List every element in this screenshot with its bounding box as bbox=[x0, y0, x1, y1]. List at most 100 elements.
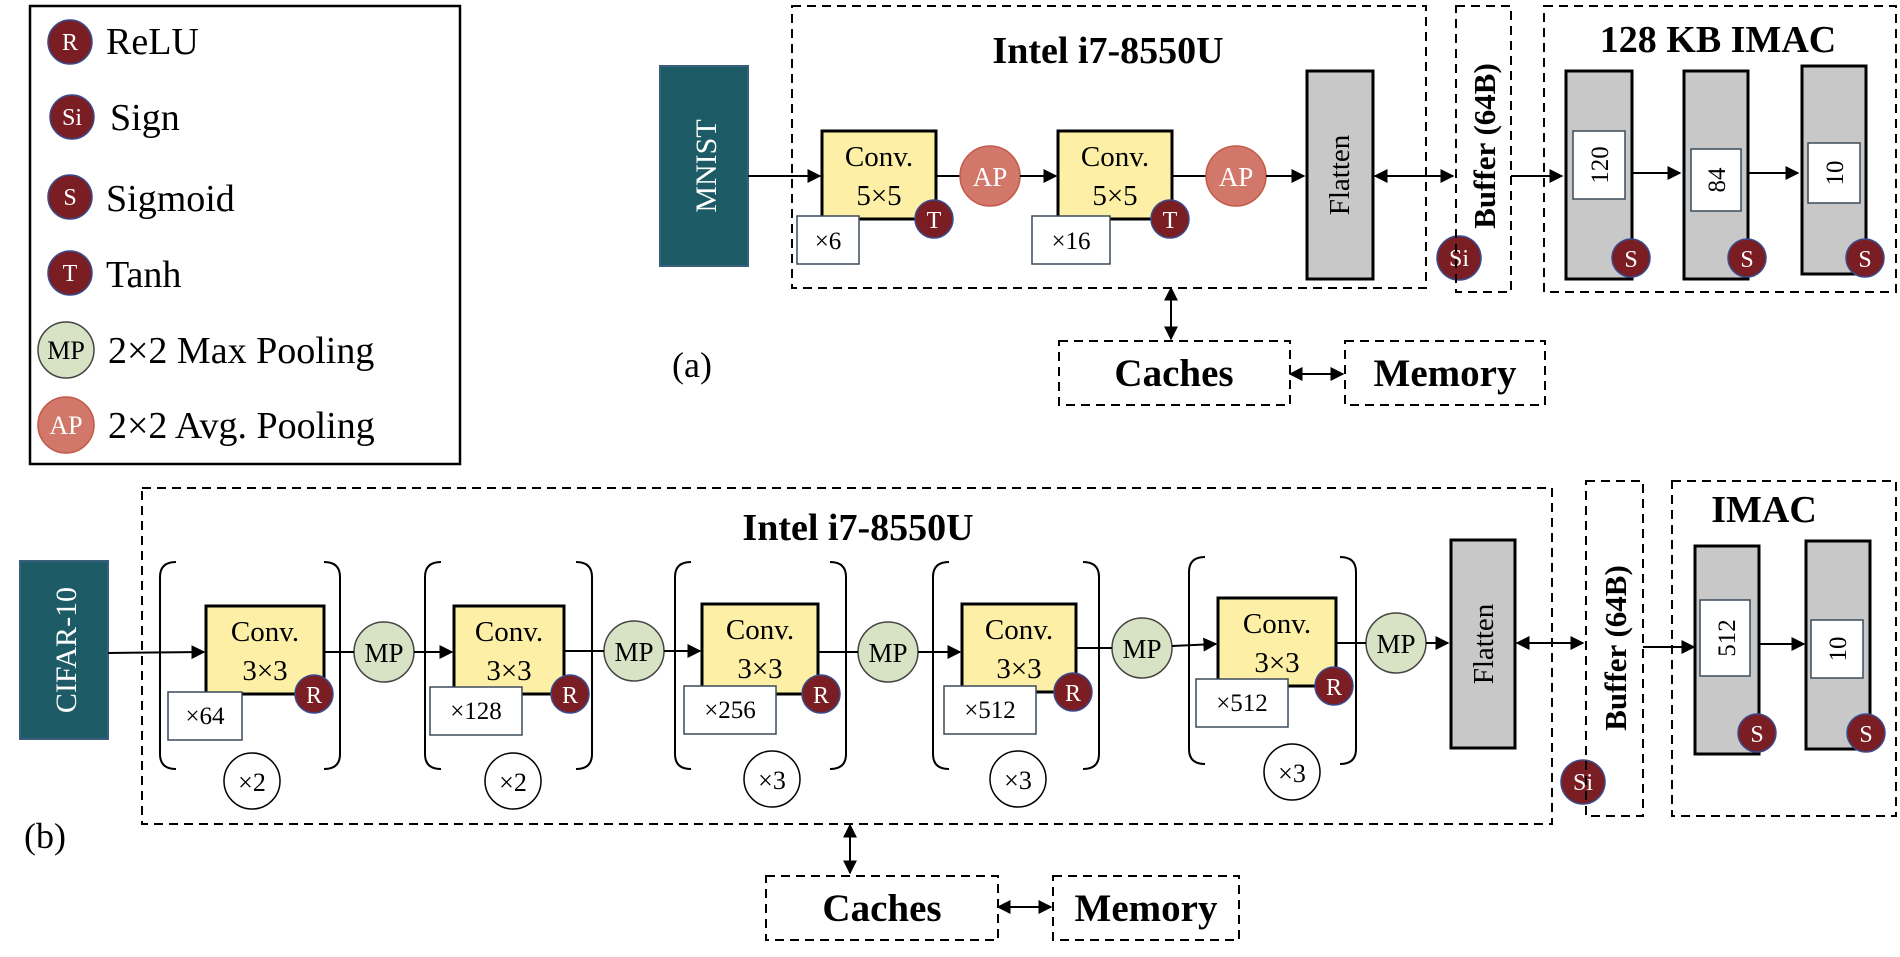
svg-text:S: S bbox=[63, 185, 76, 211]
tanh-badge bbox=[914, 199, 954, 239]
sigmoid-badge bbox=[1846, 713, 1886, 753]
svg-text:MP: MP bbox=[1376, 629, 1415, 659]
memory-b bbox=[1052, 875, 1240, 941]
svg-text:R: R bbox=[562, 683, 578, 709]
relu-badge bbox=[1314, 666, 1354, 706]
sigmoid-badge bbox=[1727, 238, 1767, 278]
svg-text:Conv.: Conv. bbox=[475, 616, 543, 648]
svg-text:Sign: Sign bbox=[110, 97, 180, 139]
svg-text:Si: Si bbox=[1573, 770, 1593, 796]
conv-block-b2 bbox=[452, 604, 566, 696]
svg-text:S: S bbox=[1740, 247, 1753, 273]
svg-text:Caches: Caches bbox=[1114, 352, 1233, 395]
svg-text:Conv.: Conv. bbox=[231, 616, 299, 648]
flatten-b bbox=[1449, 538, 1517, 750]
svg-text:×16: ×16 bbox=[1051, 228, 1090, 255]
cpu-box-a bbox=[791, 5, 1427, 289]
svg-text:R: R bbox=[306, 683, 322, 709]
svg-text:T: T bbox=[63, 261, 78, 287]
conv-block-b3 bbox=[700, 602, 820, 696]
tanh-badge bbox=[1150, 199, 1190, 239]
imac-title-b: IMAC bbox=[1711, 489, 1817, 531]
cpu-title-a: Intel i7-8550U bbox=[992, 30, 1223, 72]
svg-text:2×2 Avg. Pooling: 2×2 Avg. Pooling bbox=[108, 405, 375, 447]
svg-text:×512: ×512 bbox=[964, 697, 1016, 724]
svg-text:3×3: 3×3 bbox=[996, 653, 1041, 685]
legend-item-tanh: T Tanh bbox=[47, 250, 181, 296]
sigmoid-badge bbox=[1737, 713, 1777, 753]
relu-badge bbox=[294, 674, 334, 714]
panel-a: (a) MNIST Intel i7-8550U Conv. 5×5 ×6 T … bbox=[659, 5, 1897, 406]
svg-text:3×3: 3×3 bbox=[737, 653, 782, 685]
svg-text:120: 120 bbox=[1587, 146, 1614, 184]
sigmoid-badge bbox=[1845, 238, 1885, 278]
svg-text:Si: Si bbox=[62, 105, 82, 131]
svg-text:T: T bbox=[927, 208, 942, 234]
legend-item-sign: Si Sign bbox=[49, 94, 180, 140]
filter-count-a1 bbox=[796, 215, 860, 265]
svg-text:S: S bbox=[1858, 247, 1871, 273]
svg-text:Buffer (64B): Buffer (64B) bbox=[1598, 565, 1633, 731]
svg-text:10: 10 bbox=[1822, 161, 1849, 186]
svg-text:Conv.: Conv. bbox=[1243, 608, 1311, 640]
svg-text:×6: ×6 bbox=[815, 228, 842, 255]
svg-text:10: 10 bbox=[1825, 637, 1852, 662]
relu-badge bbox=[1053, 672, 1093, 712]
svg-text:84: 84 bbox=[1704, 167, 1731, 193]
memory-a bbox=[1344, 340, 1546, 406]
conv-group-b3: Conv. 3×3 ×256 R ×3 bbox=[674, 561, 847, 808]
svg-text:MP: MP bbox=[47, 336, 85, 365]
legend-item-max-pooling: MP 2×2 Max Pooling bbox=[37, 321, 374, 379]
svg-text:512: 512 bbox=[1714, 619, 1741, 657]
svg-text:Conv.: Conv. bbox=[726, 614, 794, 646]
svg-text:3×3: 3×3 bbox=[486, 655, 531, 687]
svg-text:Memory: Memory bbox=[1075, 887, 1218, 930]
legend-item-relu: R ReLU bbox=[47, 19, 199, 65]
relu-badge bbox=[550, 674, 590, 714]
dataset-cifar10 bbox=[19, 560, 109, 740]
conv-group-b5: Conv. 3×3 ×512 R ×3 bbox=[1188, 556, 1357, 801]
panel-b-label: (b) bbox=[24, 816, 66, 856]
svg-text:Conv.: Conv. bbox=[845, 141, 913, 173]
conv-group-b2: Conv. 3×3 ×128 R ×2 bbox=[424, 561, 593, 810]
svg-text:MP: MP bbox=[868, 638, 907, 668]
svg-text:×512: ×512 bbox=[1216, 690, 1268, 717]
svg-text:Conv.: Conv. bbox=[985, 614, 1053, 646]
relu-badge bbox=[801, 674, 841, 714]
cpu-title-b: Intel i7-8550U bbox=[742, 507, 973, 549]
svg-text:R: R bbox=[1065, 681, 1081, 707]
legend-item-sigmoid: S Sigmoid bbox=[47, 174, 235, 220]
conv-block-a1 bbox=[820, 129, 938, 221]
legend: R ReLU Si Sign S Sigmoid T Tanh MP 2×2 M… bbox=[28, 4, 462, 466]
svg-text:MNIST: MNIST bbox=[690, 119, 723, 212]
svg-text:Flatten: Flatten bbox=[1324, 134, 1356, 215]
svg-text:×3: ×3 bbox=[1004, 766, 1032, 795]
svg-text:AP: AP bbox=[973, 162, 1008, 192]
svg-text:Caches: Caches bbox=[822, 887, 941, 930]
filter-count-a2 bbox=[1031, 215, 1111, 265]
svg-text:5×5: 5×5 bbox=[856, 180, 901, 212]
svg-text:×3: ×3 bbox=[1278, 759, 1306, 788]
svg-text:S: S bbox=[1750, 722, 1763, 748]
imac-box-b bbox=[1671, 480, 1897, 817]
svg-text:R: R bbox=[813, 683, 829, 709]
svg-text:S: S bbox=[1624, 247, 1637, 273]
svg-text:R: R bbox=[62, 30, 78, 56]
sign-badge-a bbox=[1436, 235, 1482, 281]
svg-text:AP: AP bbox=[1219, 162, 1254, 192]
svg-text:×256: ×256 bbox=[704, 697, 756, 724]
svg-text:MP: MP bbox=[1122, 634, 1161, 664]
svg-text:×64: ×64 bbox=[185, 703, 225, 730]
sigmoid-badge bbox=[1611, 238, 1651, 278]
svg-text:CIFAR-10: CIFAR-10 bbox=[50, 587, 83, 713]
svg-text:×2: ×2 bbox=[499, 768, 527, 797]
svg-text:2×2 Max Pooling: 2×2 Max Pooling bbox=[108, 330, 374, 372]
svg-text:3×3: 3×3 bbox=[242, 655, 287, 687]
svg-text:Flatten: Flatten bbox=[1468, 603, 1500, 684]
svg-text:T: T bbox=[1163, 208, 1178, 234]
buffer-a bbox=[1455, 5, 1512, 293]
panel-b: (b) CIFAR-10 Intel i7-8550U Conv. 3×3 ×6… bbox=[19, 480, 1897, 941]
svg-text:×2: ×2 bbox=[238, 768, 266, 797]
conv-group-b1: Conv. 3×3 ×64 R ×2 bbox=[159, 561, 341, 810]
